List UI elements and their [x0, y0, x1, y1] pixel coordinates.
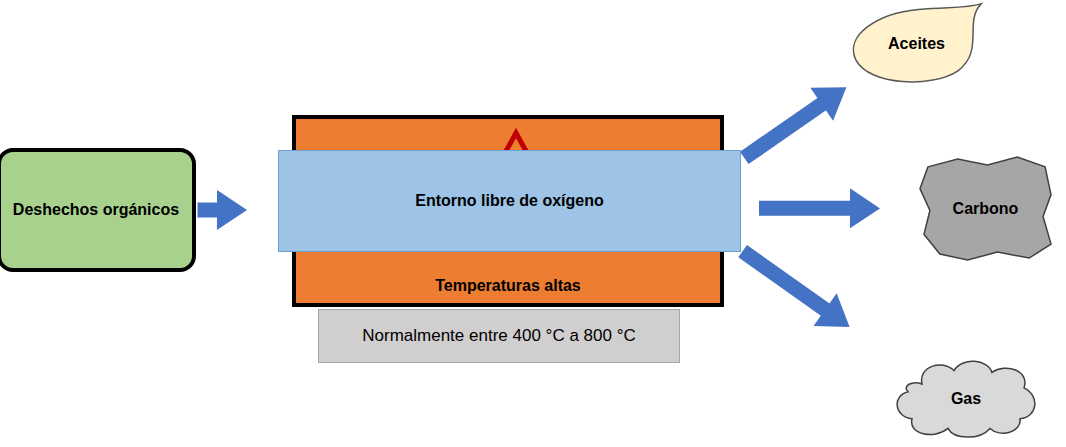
arrow-head	[217, 190, 247, 230]
arrow-shaft	[744, 104, 822, 158]
oxygen-free-band: Entorno libre de oxígeno	[278, 150, 741, 252]
oil-drop: Aceites	[848, 2, 985, 86]
arrow-shaft	[198, 203, 219, 218]
node-label: Aceites	[888, 35, 945, 53]
input-box: Deshechos orgánicos	[0, 148, 196, 272]
arrow-head	[814, 293, 850, 327]
node-label: Temperaturas altas	[435, 277, 581, 295]
block-arrow	[198, 190, 248, 230]
node-label: Gas	[951, 390, 981, 408]
gas-cloud-path	[897, 361, 1035, 437]
node-label: Normalmente entre 400 °C a 800 °C	[362, 326, 635, 346]
gas-cloud: Gas	[892, 357, 1040, 440]
temperature-range-box: Normalmente entre 400 °C a 800 °C	[318, 309, 680, 363]
node-label: Entorno libre de oxígeno	[415, 192, 603, 210]
arrow-head	[810, 87, 846, 121]
node-label: Deshechos orgánicos	[13, 201, 179, 219]
arrow-head	[850, 188, 880, 228]
block-arrow	[743, 251, 850, 327]
carbon-rock-path	[920, 157, 1051, 260]
block-arrow	[759, 188, 880, 228]
block-arrow	[744, 87, 846, 158]
oil-drop-path	[853, 4, 981, 82]
arrow-shaft	[743, 251, 826, 310]
node-label: Carbono	[953, 200, 1019, 218]
carbon-rock: Carbono	[918, 155, 1053, 262]
arrow-shaft	[759, 201, 851, 216]
